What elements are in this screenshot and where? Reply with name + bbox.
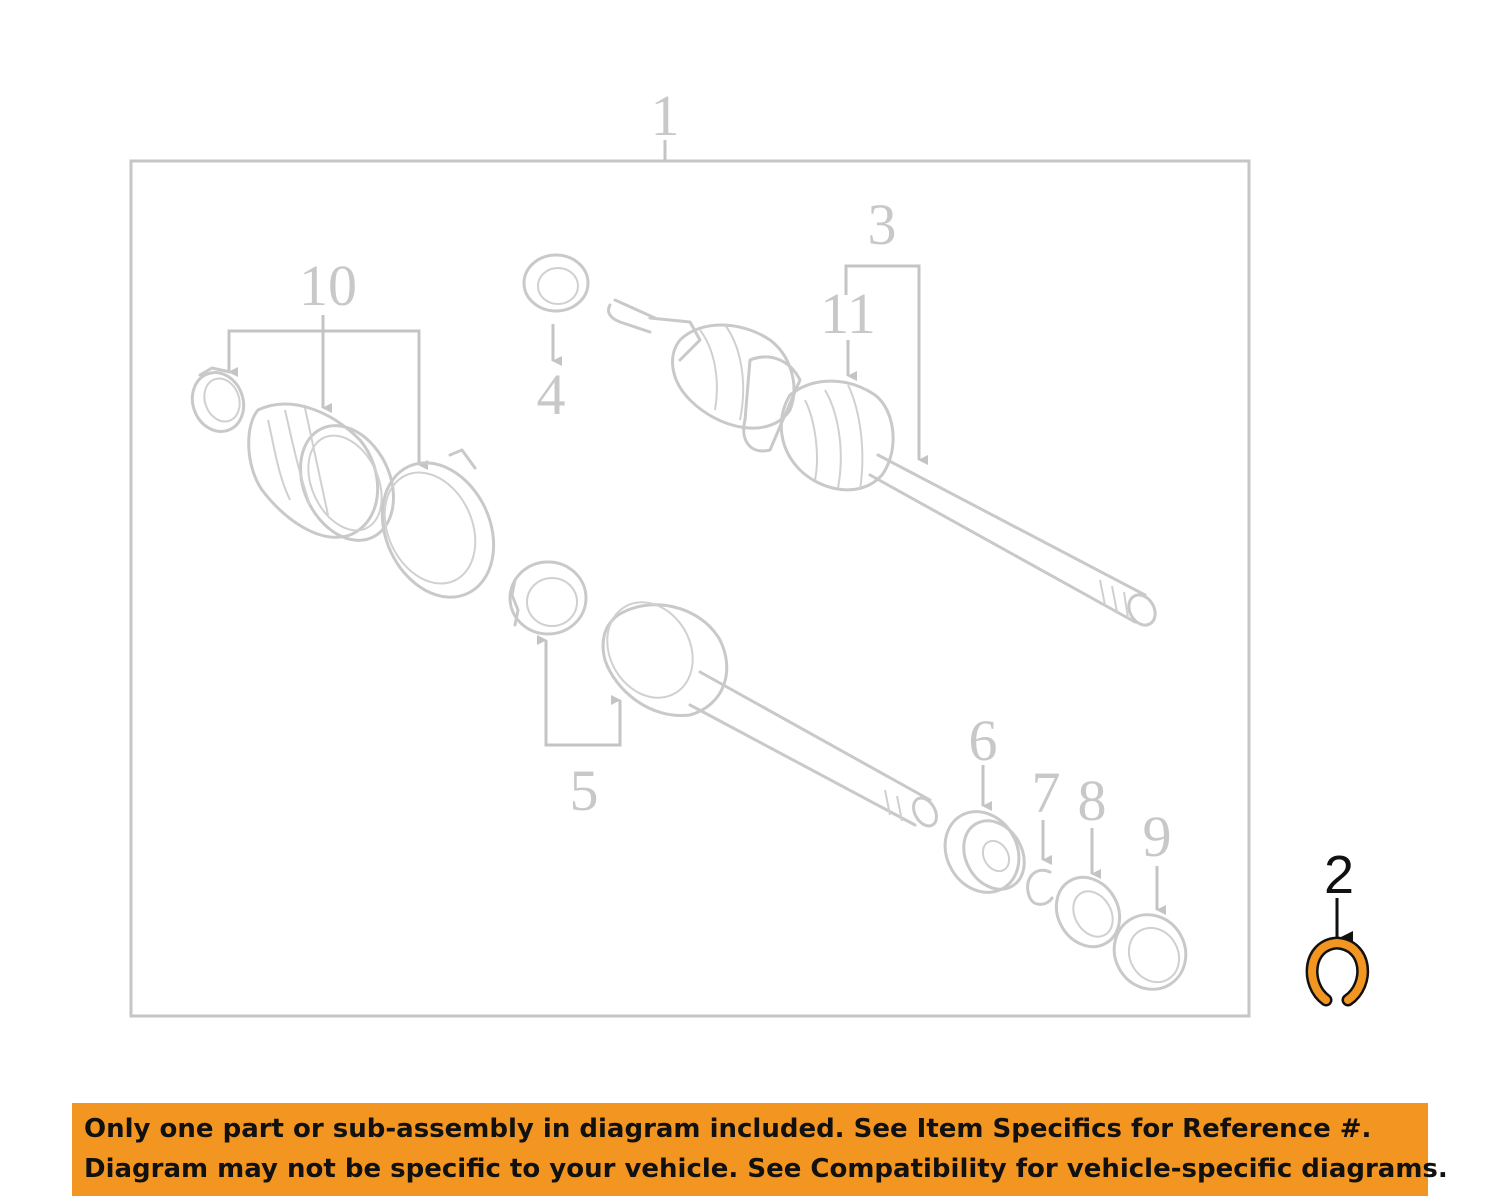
- cage-part: [508, 560, 588, 636]
- banner-line-2: Diagram may not be specific to your vehi…: [84, 1154, 1448, 1184]
- snap-ring-part: [1026, 868, 1054, 906]
- callout-5: 5: [570, 758, 599, 823]
- seal-part: [1112, 913, 1188, 991]
- callout-8: 8: [1078, 768, 1107, 833]
- leader-10: [227, 315, 428, 470]
- leader-5: [544, 640, 622, 747]
- leader-3: [844, 264, 928, 465]
- callout-3: 3: [868, 192, 897, 257]
- callout-2-highlighted: 2: [1324, 845, 1354, 905]
- callout-4: 4: [537, 362, 566, 427]
- callout-10: 10: [299, 253, 357, 318]
- outer-joint-shaft-part: [601, 601, 938, 828]
- banner-line-1: Only one part or sub-assembly in diagram…: [84, 1114, 1372, 1144]
- callout-9: 9: [1143, 804, 1172, 869]
- callout-1: 1: [651, 83, 680, 148]
- boot-part: [247, 402, 395, 542]
- bearing-part: [943, 810, 1026, 894]
- driveshaft-upper-part: [606, 298, 1157, 627]
- bearing-small-part: [1054, 875, 1122, 949]
- clamp-part: [190, 366, 246, 433]
- assembly-box: [129, 159, 1251, 1018]
- callout-7: 7: [1032, 760, 1061, 825]
- clip-part-highlighted: [1305, 936, 1370, 1007]
- cv-joint-small-part: [522, 253, 590, 313]
- band-part: [380, 448, 496, 599]
- callout-6: 6: [969, 708, 998, 773]
- disclaimer-banner: Only one part or sub-assembly in diagram…: [72, 1103, 1448, 1196]
- callout-11: 11: [820, 281, 876, 346]
